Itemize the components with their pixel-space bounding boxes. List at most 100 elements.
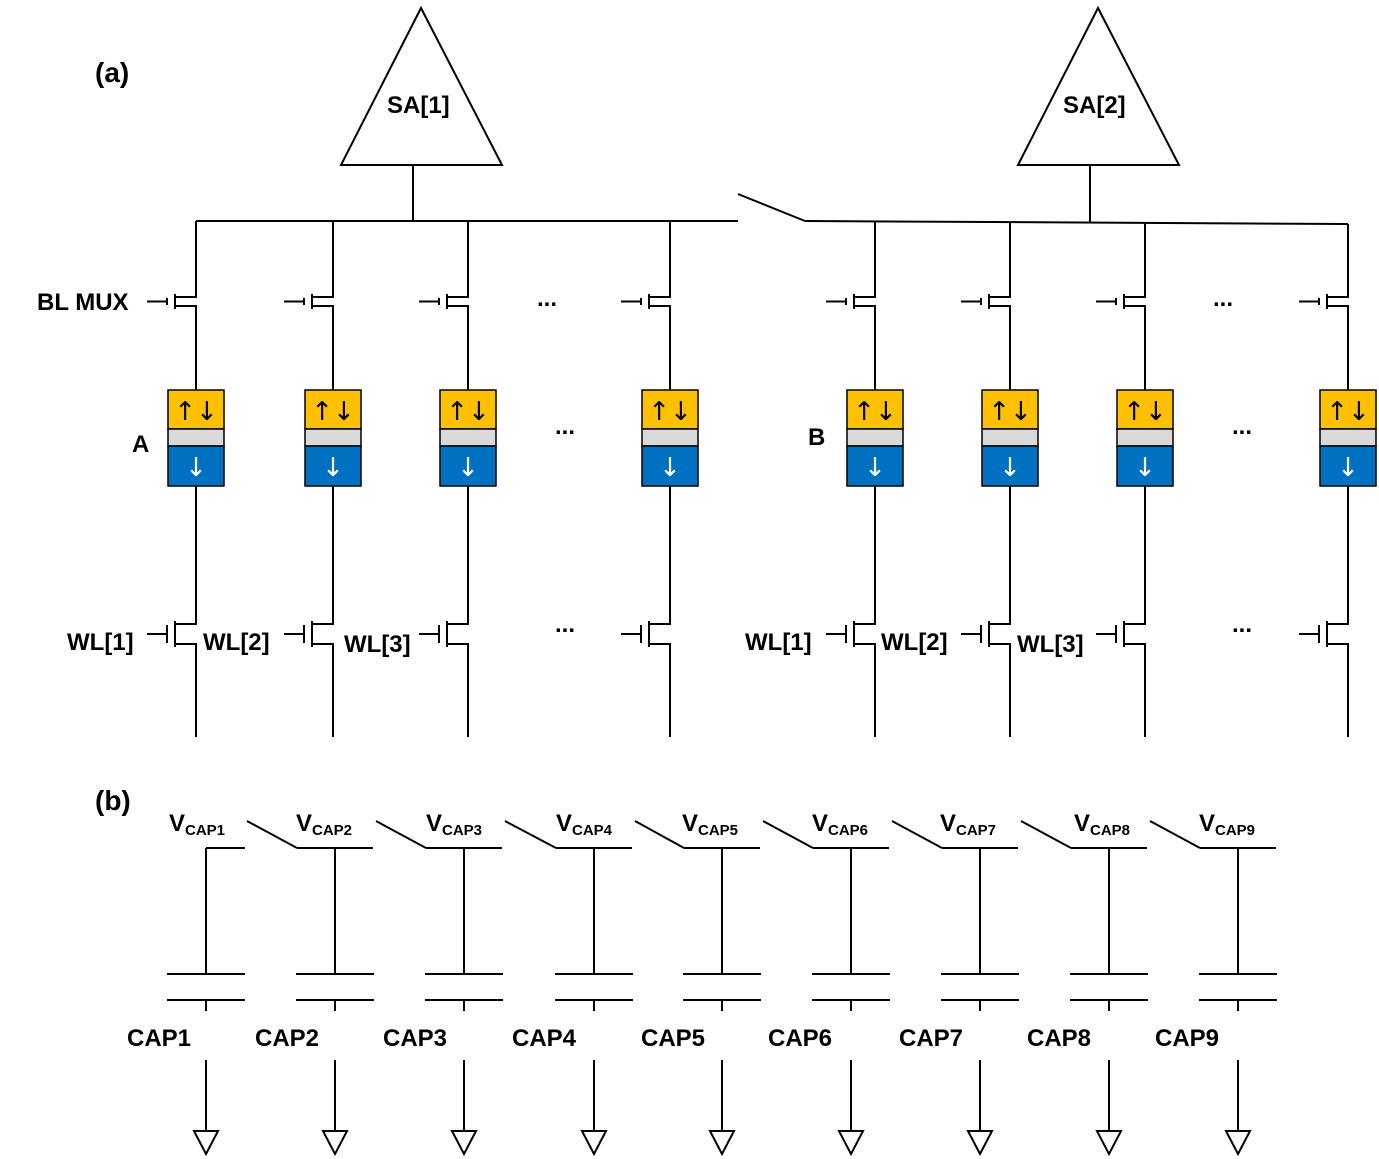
capacitor-9-label: CAP9 (1155, 1025, 1219, 1052)
bitline-column-2-access-transistor (284, 612, 334, 656)
wl1-left-label: WL[1] (67, 629, 134, 656)
bitline-column-2-mtj-free-layer (304, 389, 362, 430)
bitline-column-7-access-transistor (1096, 612, 1146, 656)
bitline-column-7-mtj-barrier (1116, 428, 1174, 447)
wl2-left-label: WL[2] (203, 629, 270, 656)
capacitor-1-ground-icon (192, 1130, 220, 1157)
bitline-column-3-mtj-barrier (439, 428, 497, 447)
ellipsis-mux-right: ... (1213, 285, 1233, 312)
bitline-column-2: ↑↓↓ (284, 221, 362, 737)
bitline-column-7-mux-transistor-source (1124, 305, 1146, 318)
ellipsis-mtj-left: ... (555, 413, 575, 440)
group-a-label: A (132, 431, 149, 458)
bitline-column-8-mux-transistor-source (1327, 305, 1349, 318)
wl3-right-label: WL[3] (1017, 631, 1084, 658)
capacitor-1-voltage-prefix: V (169, 810, 185, 837)
bitline-column-2-access-transistor-source (312, 643, 334, 656)
bitline-column-8-mtj: ↑↓ ↓ (1319, 389, 1377, 487)
capacitor-7-switch (891, 820, 943, 849)
bitline-column-2-access-transistor-drain (312, 612, 334, 625)
capacitor-8-ground-icon (1095, 1130, 1123, 1157)
capacitor-6-ground-icon (837, 1130, 865, 1157)
bitline-column-1-mtj-free-layer (167, 389, 225, 430)
bitline-column-6: ↑↓↓ (961, 222, 1039, 737)
bitline-column-5-mtj: ↑↓↓ (846, 389, 904, 487)
bitline-column-6-mtj-ref-layer (981, 445, 1039, 487)
bitline-column-6-mtj-barrier (981, 428, 1039, 447)
bitline-column-5-mtj-barrier (846, 428, 904, 447)
bitline-column-2-mtj-ref-arrow: ↓ (322, 453, 344, 483)
bitline-column-1-mtj-barrier (167, 428, 225, 447)
capacitor-3-voltage-label: VCAP3 (426, 810, 482, 839)
capacitor-4-switch (504, 820, 557, 849)
bitline-column-4-access-transistor-drain (649, 612, 671, 625)
bitline-column-4-mtj-ref-arrow: ↓ (659, 453, 681, 483)
bitline-column-6-mux-transistor (961, 285, 1011, 318)
bitline-column-3-mux-transistor-source (447, 305, 469, 318)
capacitor-3-label: CAP3 (383, 1025, 447, 1052)
bitline-column-2-mtj: ↑↓↓ (304, 389, 362, 487)
bitline-column-5: ↑↓↓ (826, 222, 904, 737)
panel-b-label: (b) (95, 785, 131, 816)
ellipsis-mtj-right: ... (1232, 413, 1252, 440)
capacitor-5-voltage-label: VCAP5 (682, 810, 738, 839)
bitline-column-5-access-transistor (826, 612, 876, 656)
capacitor-2-ground-icon (321, 1130, 349, 1157)
capacitor-5-label: CAP5 (641, 1025, 705, 1052)
bitline-column-1-access-transistor (147, 612, 197, 656)
capacitor-2-voltage-sub: CAP2 (312, 822, 352, 839)
bitline-column-8-mtj-barrier (1319, 428, 1377, 447)
capacitor-9-ground-icon (1224, 1130, 1252, 1157)
bitline-column-8-access-transistor-drain (1327, 612, 1349, 625)
ellipsis-mux-left: ... (537, 285, 557, 312)
bitline-column-2-mtj-ref-layer (304, 445, 362, 487)
bitline-column-3-access-transistor-source (447, 643, 469, 656)
capacitor-2-voltage-prefix: V (296, 810, 312, 837)
bitline-column-8-mtj-ref-arrow: ↓ (1337, 453, 1359, 483)
bitline-column-5-access-transistor-source (854, 643, 876, 656)
bitline-bus-right (804, 220, 1349, 225)
bitline-column-2-mtj-barrier (304, 428, 362, 447)
bitline-column-2-mux-transistor-drain (312, 285, 334, 298)
bitline-column-4-mux-transistor-source (649, 305, 671, 318)
capacitor-3-switch (375, 820, 427, 849)
bitline-column-8-mtj-free-arrows: ↑↓ (1326, 397, 1370, 427)
capacitor-1-label: CAP1 (127, 1025, 191, 1052)
capacitor-9-voltage-sub: CAP9 (1215, 822, 1255, 839)
capacitor-7-ground-icon (966, 1130, 994, 1157)
capacitor-6-switch (762, 820, 814, 849)
panel-a-label: (a) (95, 57, 129, 88)
capacitor-2-label: CAP2 (255, 1025, 319, 1052)
capacitor-6-label: CAP6 (768, 1025, 832, 1052)
bitline-column-5-mux-transistor-drain (854, 285, 876, 298)
bitline-column-5-mtj-ref-arrow: ↓ (864, 453, 886, 483)
bitline-column-1-mtj: ↑↓↓ (167, 389, 225, 487)
sense-amp-2: SA[2] (1016, 5, 1181, 166)
capacitor-6-voltage-sub: CAP6 (828, 822, 868, 839)
bitline-column-3-mtj-ref-layer (439, 445, 497, 487)
capacitor-2-voltage-label: VCAP2 (296, 810, 352, 839)
bitline-column-1-mux-transistor-source (175, 305, 197, 318)
bitline-column-8-mux-transistor (1299, 285, 1349, 318)
capacitor-5: CAP5 VCAP5 (634, 810, 761, 1157)
bitline-column-1-mux-transistor-drain (175, 285, 197, 298)
bitline-column-4-access-transistor-source (649, 643, 671, 656)
bitline-column-5-mtj-ref-layer (846, 445, 904, 487)
capacitor-6-voltage-prefix: V (812, 810, 828, 837)
wl2-right-label: WL[2] (881, 629, 948, 656)
bitline-column-3-mtj: ↑↓↓ (439, 389, 497, 487)
bitline-column-6-mtj: ↑↓↓ (981, 389, 1039, 487)
capacitor-7-voltage-prefix: V (940, 810, 956, 837)
bitline-column-1-mtj-free-arrows: ↑↓ (174, 397, 218, 427)
capacitor-9-voltage-prefix: V (1199, 810, 1215, 837)
capacitor-3-voltage-sub: CAP3 (442, 822, 482, 839)
capacitor-4-ground-icon (580, 1130, 608, 1157)
sense-amp-1-label: SA[1] (387, 92, 450, 119)
wl1-right-label: WL[1] (745, 629, 812, 656)
